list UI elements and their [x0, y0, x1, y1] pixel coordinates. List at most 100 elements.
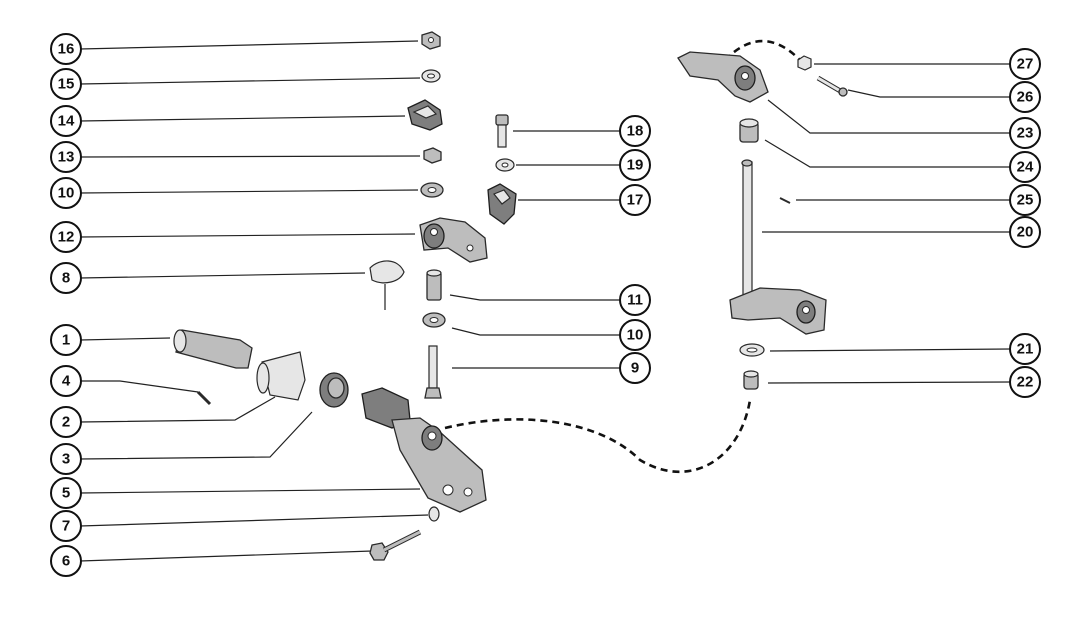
part-19-washer [495, 158, 515, 172]
leader-14 [79, 115, 406, 122]
svg-text:1: 1 [62, 332, 70, 349]
svg-text:13: 13 [58, 149, 75, 166]
svg-text:25: 25 [1017, 192, 1034, 209]
callout-4: 4 [50, 365, 82, 397]
part-8-clamp [369, 260, 405, 310]
svg-text:15: 15 [58, 76, 75, 93]
callout-8: 8 [50, 262, 82, 294]
leader-24 [764, 139, 1010, 168]
leader-26 [847, 89, 1010, 98]
callout-10-upper: 10 [50, 177, 82, 209]
svg-text:26: 26 [1017, 89, 1034, 106]
part-10-washer-lower [422, 312, 446, 328]
leader-16 [79, 40, 419, 50]
callout-10-lower: 10 [619, 319, 651, 351]
svg-text:20: 20 [1017, 224, 1034, 241]
part-2-grommet [256, 351, 306, 401]
part-5-link-assembly [361, 387, 487, 513]
svg-text:8: 8 [62, 270, 70, 287]
leader-6 [79, 550, 373, 562]
svg-text:12: 12 [58, 229, 75, 246]
leader-15 [79, 77, 421, 85]
callout-7: 7 [50, 510, 82, 542]
callout-24: 24 [1009, 151, 1041, 183]
callout-26: 26 [1009, 81, 1041, 113]
callout-14: 14 [50, 105, 82, 137]
svg-text:17: 17 [627, 192, 644, 209]
part-4-pin [196, 390, 212, 406]
callout-23: 23 [1009, 117, 1041, 149]
part-16-nut [421, 31, 441, 50]
svg-text:14: 14 [58, 113, 75, 130]
callout-6: 6 [50, 545, 82, 577]
svg-text:23: 23 [1017, 125, 1034, 142]
svg-text:24: 24 [1017, 159, 1034, 176]
callout-2: 2 [50, 406, 82, 438]
svg-text:27: 27 [1017, 56, 1034, 73]
callout-17: 17 [619, 184, 651, 216]
svg-text:5: 5 [62, 485, 70, 502]
part-21-washer [739, 343, 765, 357]
callout-11: 11 [619, 284, 651, 316]
part-14-clip [407, 99, 443, 131]
part-17-retainer [487, 183, 517, 225]
callout-27: 27 [1009, 48, 1041, 80]
leader-10a [79, 189, 419, 194]
callout-25: 25 [1009, 184, 1041, 216]
leader-lines [79, 40, 1011, 562]
part-20-shaft-assembly [729, 159, 827, 335]
callout-16: 16 [50, 33, 82, 65]
part-1-handle-tube [173, 329, 253, 369]
part-6-bolt [369, 529, 422, 561]
part-13-nut [423, 147, 442, 164]
leader-8 [79, 272, 366, 279]
leader-10b [451, 327, 620, 336]
leader-21 [769, 348, 1011, 352]
part-10-washer-upper [420, 182, 444, 198]
callout-12: 12 [50, 221, 82, 253]
svg-text:11: 11 [627, 292, 643, 309]
svg-text:6: 6 [62, 553, 70, 570]
svg-text:19: 19 [627, 157, 644, 174]
svg-text:16: 16 [58, 41, 75, 58]
part-3-knob [319, 372, 349, 408]
svg-text:10: 10 [58, 185, 75, 202]
part-27-nut [797, 55, 812, 71]
svg-text:2: 2 [62, 414, 70, 431]
leader-3 [79, 411, 313, 460]
leader-7 [79, 514, 429, 527]
callout-13: 13 [50, 141, 82, 173]
part-15-washer [421, 69, 441, 83]
part-9-bolt [424, 345, 442, 399]
part-25-pin [779, 197, 791, 204]
callout-21: 21 [1009, 333, 1041, 365]
leader-13 [79, 155, 421, 158]
callout-19: 19 [619, 149, 651, 181]
svg-text:7: 7 [62, 518, 70, 535]
leader-2 [79, 396, 276, 423]
callout-18: 18 [619, 115, 651, 147]
callout-3: 3 [50, 443, 82, 475]
leader-11 [449, 294, 620, 301]
callout-1: 1 [50, 324, 82, 356]
leader-4 [80, 380, 199, 393]
part-12-bracket [419, 217, 488, 263]
part-11-spacer [426, 269, 442, 301]
part-24-bushing [739, 118, 759, 143]
svg-text:18: 18 [627, 123, 644, 140]
callout-5: 5 [50, 477, 82, 509]
leader-22 [767, 381, 1011, 384]
svg-text:21: 21 [1017, 341, 1034, 358]
callout-15: 15 [50, 68, 82, 100]
svg-text:4: 4 [62, 373, 71, 390]
svg-text:9: 9 [631, 360, 639, 377]
callout-9: 9 [619, 352, 651, 384]
callout-20: 20 [1009, 216, 1041, 248]
part-18-screw [495, 114, 509, 148]
leader-12 [79, 233, 416, 238]
assembly-dashed-line-lower [444, 399, 752, 474]
callout-22: 22 [1009, 366, 1041, 398]
part-22-bushing [743, 370, 759, 390]
